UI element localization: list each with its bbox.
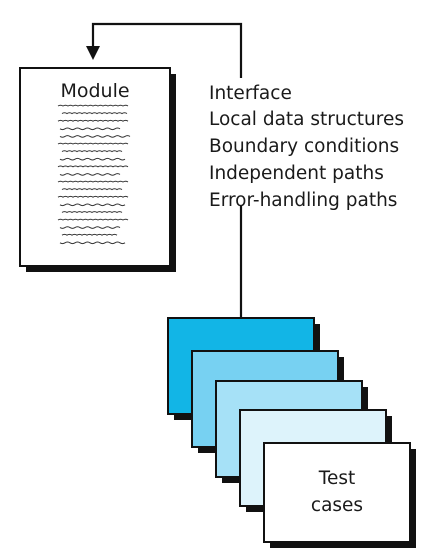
code-line xyxy=(57,180,129,183)
code-line xyxy=(61,233,118,236)
aspect-local-data-structures: Local data structures xyxy=(209,109,404,130)
aspect-independent-paths: Independent paths xyxy=(209,163,384,184)
code-line xyxy=(61,112,128,115)
code-line xyxy=(59,226,121,229)
test-card-5-face xyxy=(263,442,411,543)
arrow-head-icon xyxy=(86,46,100,60)
test-aspects-list: Interface Local data structures Boundary… xyxy=(209,83,404,211)
code-line xyxy=(57,218,129,221)
aspect-boundary-conditions: Boundary conditions xyxy=(209,136,399,157)
code-line xyxy=(57,142,129,145)
module-code-squiggles xyxy=(57,104,131,245)
code-line xyxy=(61,211,123,213)
module-title: Module xyxy=(60,80,129,102)
code-line xyxy=(59,127,121,131)
aspect-error-handling-paths: Error-handling paths xyxy=(209,190,397,211)
code-line xyxy=(57,165,129,168)
code-line xyxy=(59,135,131,138)
code-line xyxy=(57,119,129,122)
code-line xyxy=(61,188,123,191)
module-page xyxy=(19,67,171,267)
code-line xyxy=(59,173,121,176)
code-line xyxy=(61,150,123,153)
test-cases-stack: Test cases xyxy=(167,317,416,548)
code-line xyxy=(59,157,126,161)
code-line xyxy=(59,203,126,207)
test-cases-label-line1: Test xyxy=(318,468,355,489)
test-card-5: Test cases xyxy=(263,442,416,548)
test-cases-label-line2: cases xyxy=(311,495,363,516)
module-document: Module xyxy=(19,67,176,272)
aspect-interface: Interface xyxy=(209,83,292,104)
code-line xyxy=(57,195,129,198)
arrow-line xyxy=(91,22,243,318)
code-line xyxy=(57,104,129,107)
code-line xyxy=(59,241,126,245)
feedback-arrow xyxy=(86,22,243,318)
